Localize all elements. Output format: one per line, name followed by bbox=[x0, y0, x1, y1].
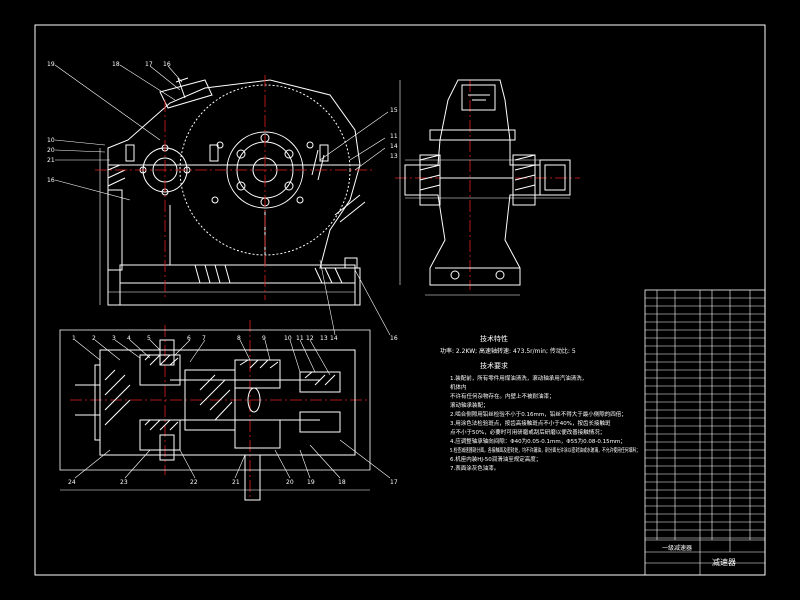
tech-req-item: 4.应调整轴承轴向间隙：Φ40为0.05-0.1mm，Φ55为0.08-0.15… bbox=[450, 437, 626, 445]
top-part-number: 11 bbox=[296, 335, 304, 342]
tech-req-item: 2.啮合侧隙用铅丝检验不小于0.16mm，铅丝不得大于最小侧隙的四倍； bbox=[450, 410, 627, 418]
top-part-number: 23 bbox=[120, 479, 128, 486]
front-part-number: 19 bbox=[47, 61, 55, 68]
top-part-number: 7 bbox=[202, 335, 206, 342]
front-part-number: 11 bbox=[390, 133, 398, 140]
top-part-number: 17 bbox=[390, 479, 398, 486]
side-view bbox=[399, 79, 571, 296]
tech-req-item: 机体内 bbox=[450, 383, 467, 391]
top-part-number: 22 bbox=[190, 479, 198, 486]
top-part-number: 10 bbox=[284, 335, 292, 342]
tech-req-item: 点不小于50%，必要时可用研磨或刮后研磨以便改善接触情况； bbox=[450, 428, 605, 436]
design-label: 一级减速器 bbox=[662, 544, 692, 552]
front-part-number: 14 bbox=[390, 143, 398, 150]
front-part-number: 10 bbox=[47, 137, 55, 144]
top-part-number: 6 bbox=[187, 335, 191, 342]
front-part-number: 17 bbox=[145, 61, 153, 68]
tech-req-item: 1.装配前，所有零件用煤油清洗，滚动轴承用汽油清洗， bbox=[450, 374, 587, 382]
front-part-number: 18 bbox=[112, 61, 120, 68]
top-part-number: 13 bbox=[320, 335, 328, 342]
tech-req-item: 不许有任何杂物存在。内壁上不被耐油漆； bbox=[450, 392, 555, 400]
top-part-number: 8 bbox=[237, 335, 241, 342]
top-part-number: 18 bbox=[338, 479, 346, 486]
top-part-number: 19 bbox=[307, 479, 315, 486]
drawing-title: 减速器 bbox=[712, 557, 736, 567]
top-part-number: 3 bbox=[112, 335, 116, 342]
top-part-number: 9 bbox=[262, 335, 266, 342]
title-block bbox=[645, 539, 765, 575]
front-part-number: 16 bbox=[163, 61, 171, 68]
top-part-number: 1 bbox=[72, 335, 76, 342]
tech-req-item: 3.用涂色法检验斑点，按齿高接触斑点不小于40%，按齿长接触斑 bbox=[450, 419, 611, 427]
tech-req-item: 7.表面涂灰色油漆。 bbox=[450, 464, 499, 472]
top-part-number: 4 bbox=[127, 335, 131, 342]
top-view bbox=[59, 329, 371, 501]
front-part-number: 14 bbox=[330, 335, 338, 342]
tech-req-heading: 技术要求 bbox=[480, 361, 508, 370]
front-part-number: 16 bbox=[47, 177, 55, 184]
top-part-number: 12 bbox=[306, 335, 314, 342]
top-part-number: 21 bbox=[232, 479, 240, 486]
front-part-number: 13 bbox=[390, 153, 398, 160]
top-part-number: 2 bbox=[92, 335, 96, 342]
top-part-number: 20 bbox=[286, 479, 294, 486]
front-part-number: 21 bbox=[47, 157, 55, 164]
front-part-number: 15 bbox=[390, 107, 398, 114]
front-part-number: 16 bbox=[390, 335, 398, 342]
tech-req-item: 5.检查减速器剖分面，各接触面及密封处，均不许漏油，剖分面允许涂以密封油或水玻璃… bbox=[450, 446, 640, 454]
parts-list bbox=[644, 289, 766, 576]
top-part-number: 5 bbox=[147, 335, 151, 342]
tech-req-item: 滚动轴承装配； bbox=[450, 401, 489, 409]
tech-params-heading: 技术特性 bbox=[480, 334, 508, 343]
top-part-number: 24 bbox=[68, 479, 76, 486]
tech-req-item: 6.机座内装HJ-50润滑油至规定高度； bbox=[450, 455, 541, 463]
front-part-number: 20 bbox=[47, 147, 55, 154]
tech-params-line: 功率: 2.2KW; 高速轴转速: 473.5r/min; 传动比: 5 bbox=[440, 347, 576, 355]
